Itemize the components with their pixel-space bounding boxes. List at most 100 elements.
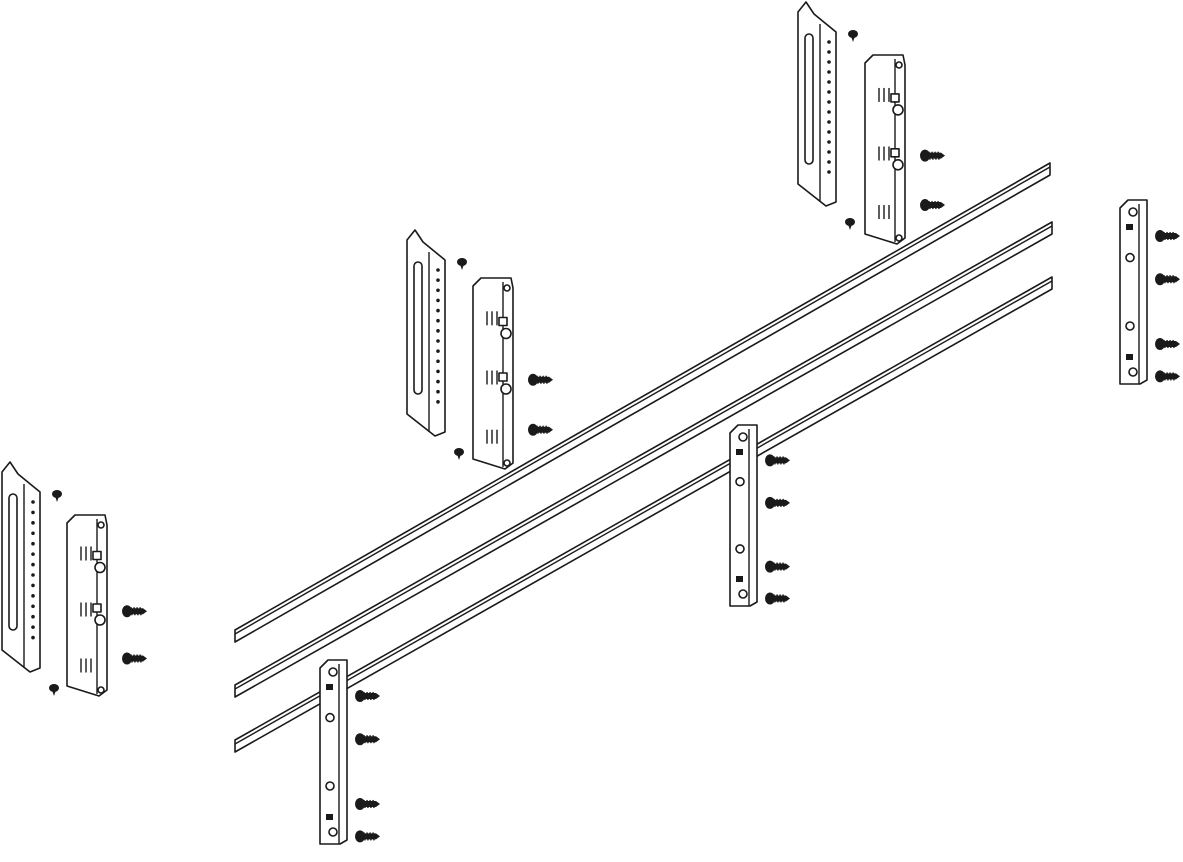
screw-thread bbox=[773, 562, 776, 571]
screw-thread bbox=[363, 832, 366, 841]
bracket-hole bbox=[31, 614, 35, 619]
bracket-hole bbox=[31, 552, 35, 556]
screw-thread bbox=[779, 456, 782, 465]
screw-thread bbox=[539, 375, 542, 384]
post-slot bbox=[736, 576, 743, 582]
bracket-hole bbox=[436, 339, 440, 343]
bracket-hole bbox=[827, 40, 831, 44]
bracket-slot bbox=[8, 493, 18, 631]
screw-thread bbox=[1172, 275, 1175, 284]
spacer-post bbox=[1119, 199, 1180, 385]
screw-thread bbox=[372, 832, 375, 841]
bracket-hole bbox=[31, 500, 35, 504]
screw-thread bbox=[536, 375, 539, 384]
bracket-hole bbox=[827, 60, 831, 64]
screw-thread bbox=[1172, 231, 1175, 241]
screw-thread bbox=[136, 654, 139, 663]
busbar-edge bbox=[234, 225, 1053, 690]
bracket-hole bbox=[827, 140, 831, 144]
screw-head bbox=[845, 218, 855, 226]
bracket-hole bbox=[31, 604, 35, 609]
screw-thread bbox=[130, 607, 133, 616]
screw-head bbox=[765, 496, 775, 509]
screw-icon bbox=[765, 454, 790, 467]
screw-thread bbox=[782, 498, 785, 507]
post-slot bbox=[326, 814, 333, 820]
screw-head bbox=[122, 605, 132, 618]
screw-head bbox=[920, 199, 930, 212]
post-hole bbox=[1125, 321, 1135, 331]
screw-head bbox=[528, 373, 538, 386]
screw-thread bbox=[136, 607, 139, 616]
screw-icon bbox=[528, 373, 553, 386]
screw-head bbox=[528, 423, 538, 436]
screw-thread bbox=[779, 594, 782, 603]
holder-slot bbox=[890, 93, 900, 103]
screw-icon bbox=[355, 733, 380, 746]
screw-thread bbox=[782, 562, 785, 571]
screw-head bbox=[1155, 338, 1165, 350]
busbar-body bbox=[234, 276, 1053, 753]
screw-tip bbox=[457, 454, 461, 460]
post-hole bbox=[325, 781, 335, 791]
bracket-hole bbox=[436, 308, 440, 313]
holder-slot bbox=[890, 148, 900, 158]
screw-thread bbox=[133, 654, 136, 663]
bracket-hole bbox=[827, 160, 831, 164]
screw-thread bbox=[934, 200, 937, 210]
post-hole bbox=[735, 544, 745, 554]
holder-bore bbox=[500, 327, 512, 340]
screw-thread bbox=[366, 799, 369, 809]
holder-slot bbox=[92, 603, 102, 613]
screw-thread bbox=[372, 799, 375, 809]
post-hole bbox=[735, 476, 745, 487]
screw-head bbox=[765, 592, 775, 605]
bracket-hole bbox=[436, 369, 440, 374]
post-hole bbox=[328, 827, 338, 837]
screw-thread bbox=[1166, 231, 1169, 241]
holder-hole bbox=[895, 61, 903, 69]
screw-thread bbox=[545, 425, 548, 434]
holder-hole bbox=[503, 459, 511, 467]
bracket-body bbox=[1, 461, 41, 673]
busbar-holder bbox=[472, 277, 553, 470]
screw-thread bbox=[1169, 372, 1172, 381]
bracket-hole bbox=[31, 521, 35, 525]
screw-thread bbox=[545, 375, 548, 384]
screw-thread bbox=[776, 498, 779, 507]
screw-thread bbox=[363, 735, 366, 744]
screw-icon bbox=[765, 592, 790, 605]
post-slot bbox=[326, 684, 333, 690]
bracket-hole bbox=[436, 298, 440, 303]
post-body bbox=[729, 424, 758, 607]
busbar-edge bbox=[234, 166, 1051, 635]
screw-thread bbox=[776, 594, 779, 603]
screw-thread bbox=[928, 200, 931, 210]
screw-head bbox=[122, 652, 132, 665]
bracket-body bbox=[406, 229, 446, 437]
screw-thread bbox=[1163, 339, 1166, 349]
screw-thread bbox=[139, 654, 142, 663]
screw-thread bbox=[366, 691, 369, 701]
holder-bore bbox=[500, 383, 512, 395]
screw-thread bbox=[782, 456, 785, 465]
screw-thread bbox=[539, 425, 542, 434]
post-hole bbox=[1128, 367, 1138, 377]
screw-thread bbox=[1166, 339, 1169, 349]
screw-thread bbox=[782, 594, 785, 603]
holder-slot bbox=[92, 550, 102, 561]
screw-icon bbox=[848, 30, 858, 42]
screw-head bbox=[848, 30, 858, 38]
screw-thread bbox=[1169, 339, 1172, 349]
screw-thread bbox=[1163, 372, 1166, 381]
busbar bbox=[234, 276, 1053, 753]
screw-tip bbox=[848, 224, 852, 230]
screw-thread bbox=[1172, 372, 1175, 381]
bracket-hole bbox=[436, 329, 440, 333]
bracket-hole bbox=[827, 80, 831, 84]
screw-thread bbox=[369, 832, 372, 841]
bracket-hole bbox=[436, 278, 440, 282]
screw-thread bbox=[366, 832, 369, 841]
screw-icon bbox=[355, 830, 380, 843]
